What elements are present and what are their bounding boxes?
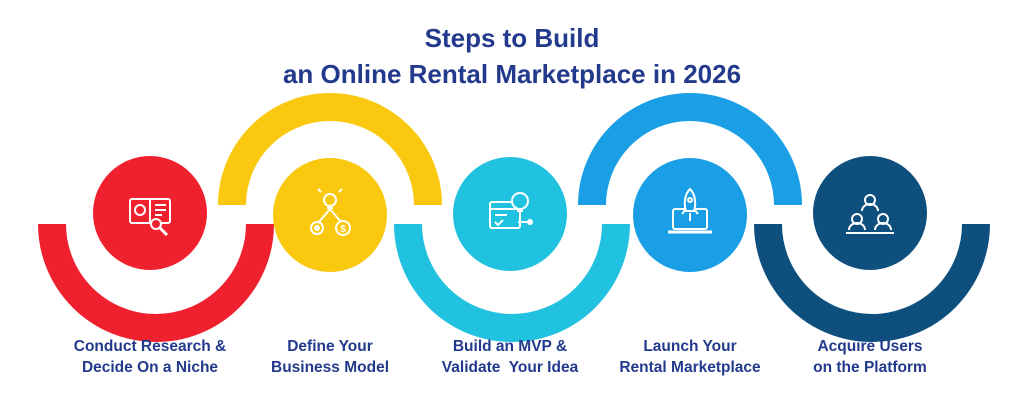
circle-step-5 (813, 156, 927, 270)
step-3-label: Build an MVP & Validate Your Idea (415, 336, 605, 378)
step-1-label-line-1: Conduct Research & (73, 338, 227, 355)
step-2-label-line-1: Define Your (287, 338, 373, 355)
arc-step-5 (754, 223, 990, 342)
lightbulb-gear-dollar-icon: $ (310, 188, 351, 236)
arc-step-2 (218, 93, 442, 206)
title-line-2: an Online Rental Marketplace in 2026 (282, 59, 742, 89)
arc-step-3 (394, 223, 630, 342)
research-gear-magnifier-icon (129, 198, 171, 237)
step-4-label-line-2: Rental Marketplace (619, 359, 761, 376)
arc-step-4 (578, 93, 802, 206)
step-1-label: Conduct Research & Decide On a Niche (55, 336, 245, 378)
step-5-label-line-2: on the Platform (813, 359, 927, 376)
dashboard-lightbulb-icon (489, 192, 533, 229)
svg-text:$: $ (340, 224, 346, 235)
rocket-laptop-icon (668, 187, 712, 234)
circle-step-3 (453, 157, 567, 271)
title-line-1: Steps to Build (424, 23, 600, 53)
step-3-label-line-2: Validate Your Idea (441, 359, 579, 376)
users-network-icon (846, 194, 894, 234)
step-4-label: Launch Your Rental Marketplace (595, 336, 785, 378)
step-2-label-line-2: Business Model (271, 359, 389, 376)
circle-step-2 (273, 158, 387, 272)
step-1-label-line-2: Decide On a Niche (81, 359, 219, 376)
step-4-label-line-1: Launch Your (643, 338, 737, 355)
step-5-label: Acquire Users on the Platform (775, 336, 965, 378)
step-3-label-line-1: Build an MVP & (452, 338, 568, 355)
step-5-label-line-1: Acquire Users (817, 338, 923, 355)
arc-step-1 (38, 223, 274, 342)
step-2-label: Define Your Business Model (235, 336, 425, 378)
